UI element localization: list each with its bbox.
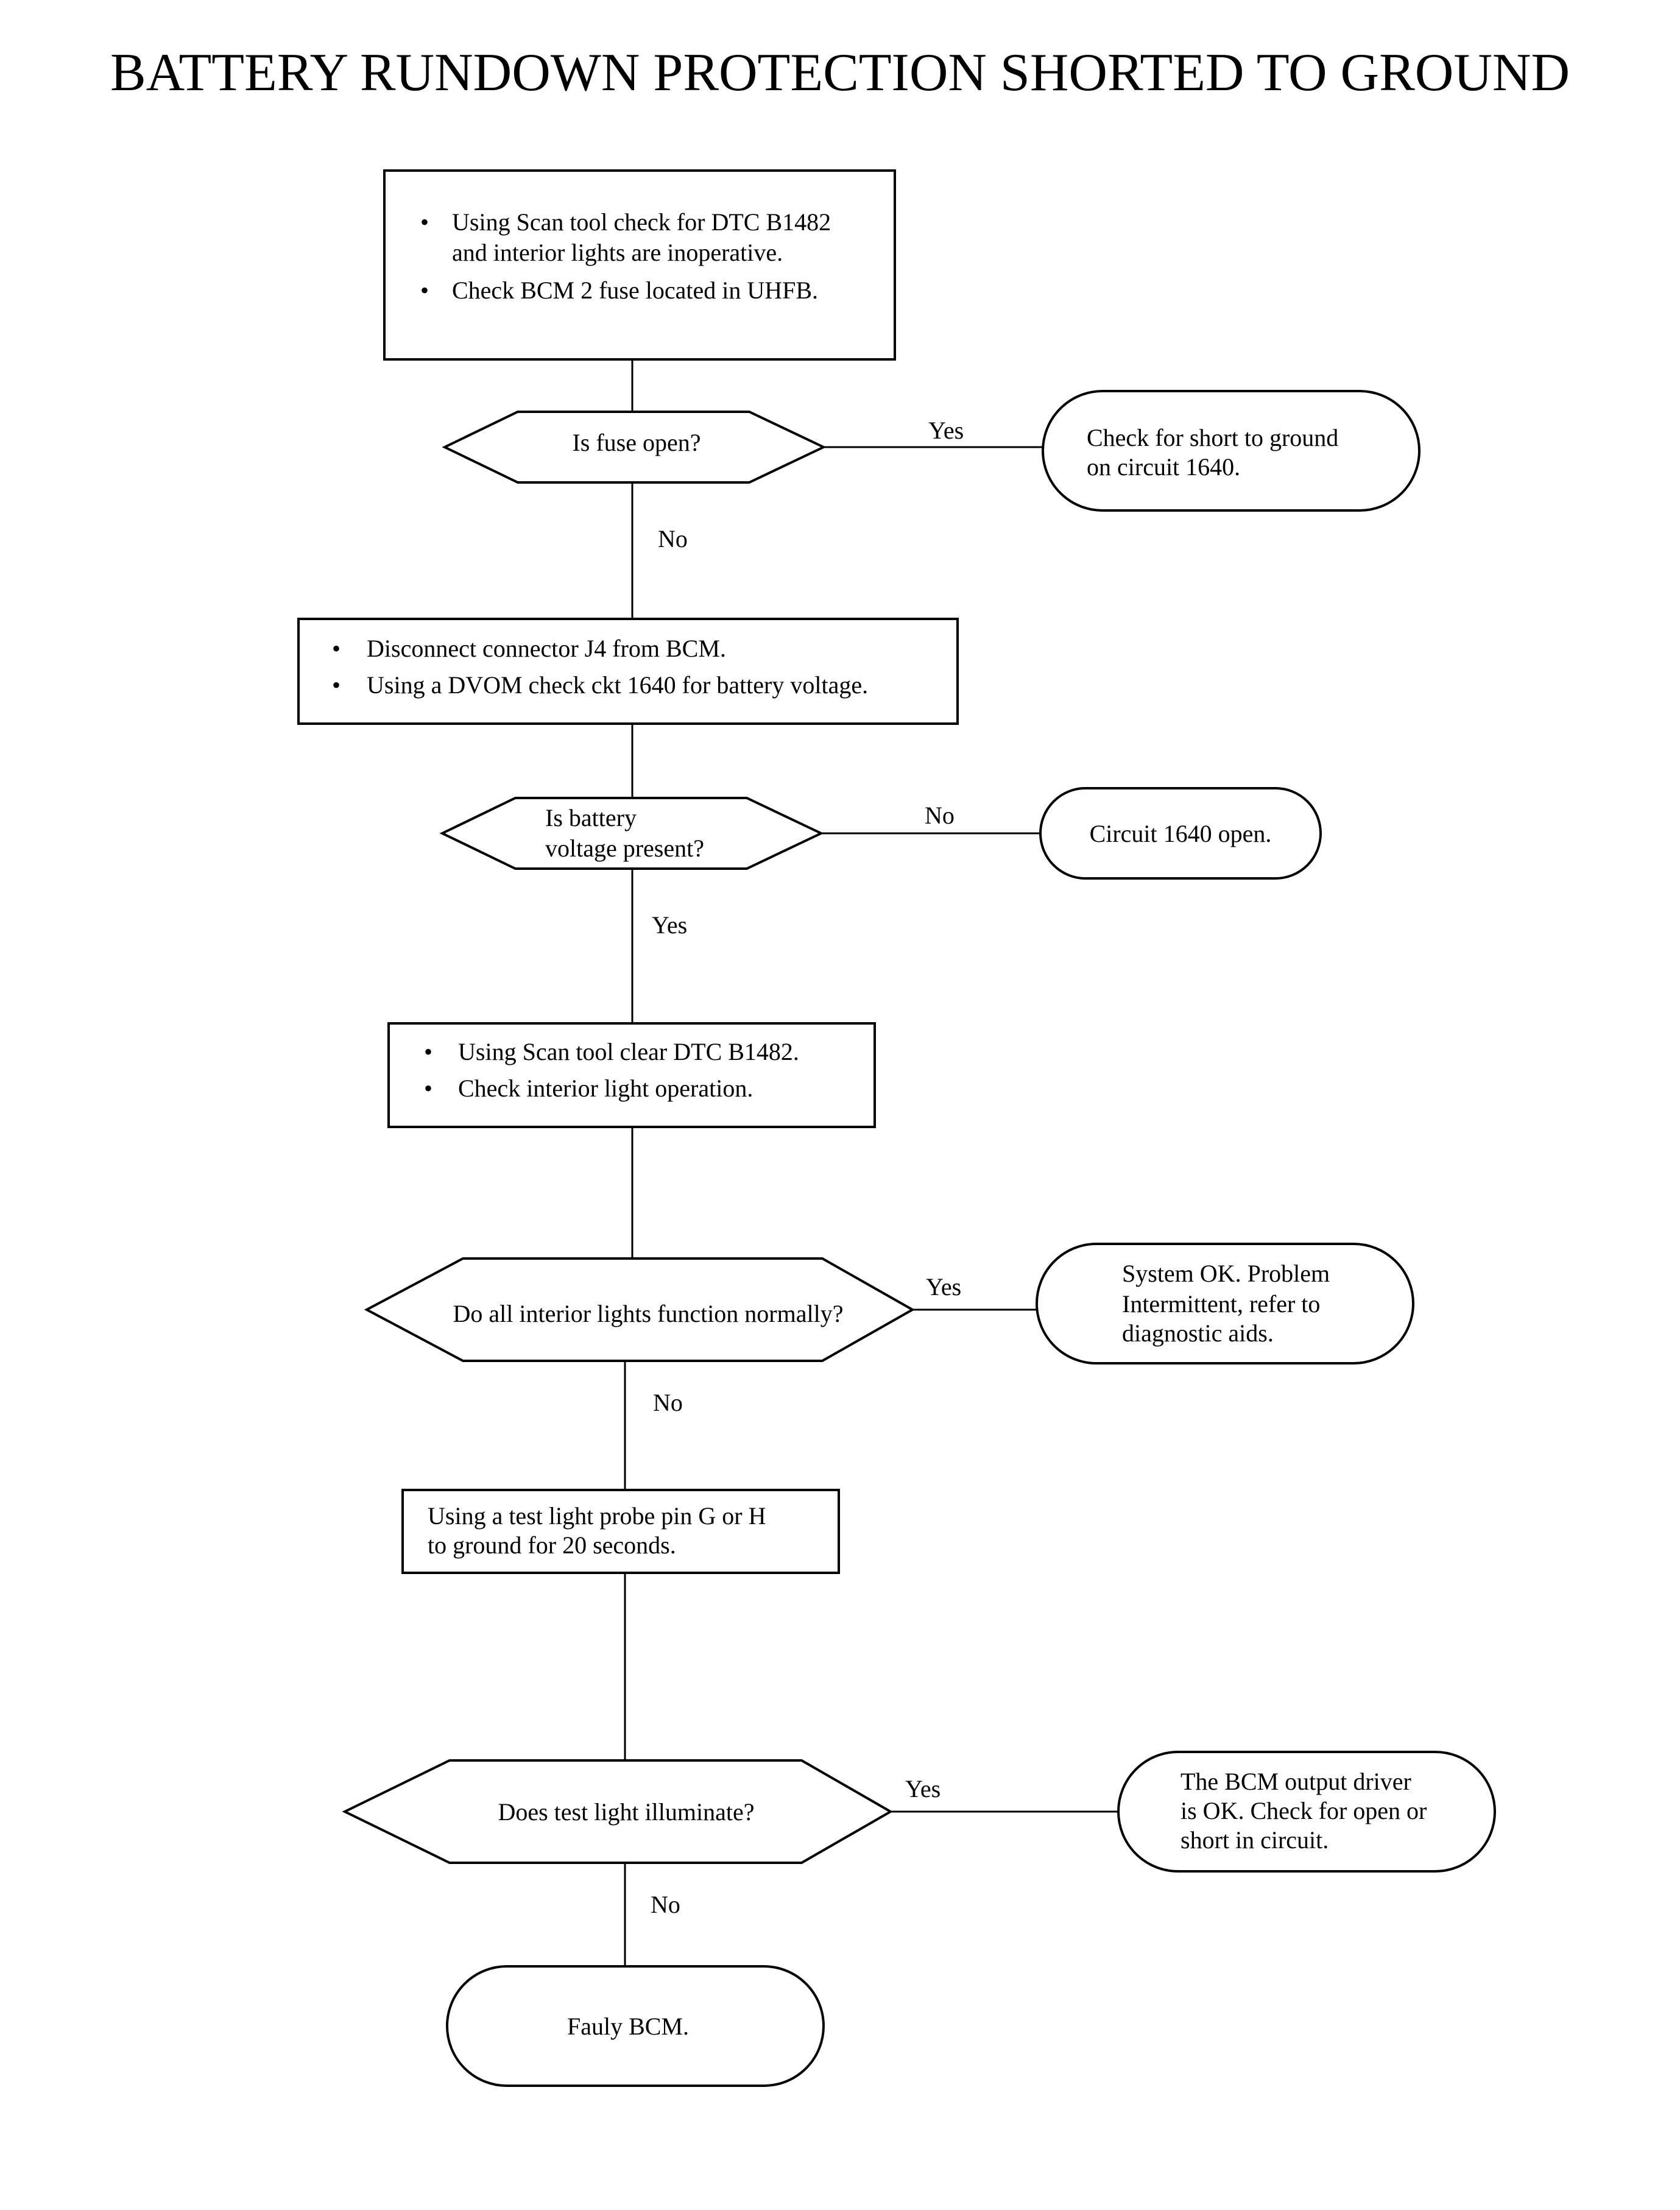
bullet-mark: • bbox=[420, 277, 429, 304]
step-line: Using a test light probe pin G or H bbox=[428, 1502, 766, 1530]
bullet-mark: • bbox=[424, 1075, 432, 1102]
terminal-faulty-bcm: Fauly BCM. bbox=[446, 1965, 825, 2087]
terminal-text: short in circuit. bbox=[1181, 1826, 1329, 1854]
connectors bbox=[624, 359, 1118, 1966]
step-line: and interior lights are inoperative. bbox=[452, 239, 783, 266]
decision-text: Is fuse open? bbox=[572, 429, 701, 456]
decision-fuse-open: Is fuse open? bbox=[442, 411, 827, 484]
step-line: Disconnect connector J4 from BCM. bbox=[367, 635, 726, 662]
branch-label-no: No bbox=[925, 802, 955, 829]
step-line: Using Scan tool check for DTC B1482 bbox=[452, 208, 831, 236]
bullet-mark: • bbox=[424, 1038, 432, 1065]
process-step-2: • Disconnect connector J4 from BCM. • Us… bbox=[297, 618, 959, 725]
terminal-circuit-open: Circuit 1640 open. bbox=[1039, 787, 1322, 880]
decision-text: Does test light illuminate? bbox=[498, 1798, 754, 1826]
decision-text: Is battery bbox=[545, 804, 637, 831]
terminal-text: on circuit 1640. bbox=[1087, 453, 1240, 481]
terminal-text: is OK. Check for open or bbox=[1181, 1797, 1427, 1824]
step-line: Check BCM 2 fuse located in UHFB. bbox=[452, 277, 818, 304]
step-line: Check interior light operation. bbox=[458, 1075, 753, 1102]
process-step-4: Using a test light probe pin G or H to g… bbox=[401, 1489, 840, 1574]
decision-text: voltage present? bbox=[545, 835, 704, 862]
terminal-text: Check for short to ground bbox=[1087, 424, 1338, 451]
branch-labels: Yes No No Yes Yes No Yes No bbox=[651, 417, 964, 1918]
decision-text: Do all interior lights function normally… bbox=[453, 1300, 844, 1327]
step-line: Using a DVOM check ckt 1640 for battery … bbox=[367, 671, 868, 699]
terminal-output-driver-ok: The BCM output driver is OK. Check for o… bbox=[1117, 1751, 1496, 1873]
bullet-mark: • bbox=[332, 671, 341, 699]
terminal-text: Fauly BCM. bbox=[567, 2013, 689, 2040]
decision-battery-voltage: Is battery voltage present? bbox=[439, 797, 824, 870]
bullet-mark: • bbox=[332, 635, 341, 662]
bullet-mark: • bbox=[420, 208, 429, 236]
terminal-text: The BCM output driver bbox=[1181, 1768, 1411, 1795]
step-line: Using Scan tool clear DTC B1482. bbox=[458, 1038, 799, 1065]
terminal-text: System OK. Problem bbox=[1122, 1260, 1330, 1287]
page-title: BATTERY RUNDOWN PROTECTION SHORTED TO GR… bbox=[110, 43, 1570, 102]
terminal-text: Circuit 1640 open. bbox=[1090, 820, 1272, 847]
process-step-3: • Using Scan tool clear DTC B1482. • Che… bbox=[387, 1022, 876, 1128]
terminal-text: Intermittent, refer to bbox=[1122, 1290, 1320, 1318]
branch-label-no: No bbox=[653, 1389, 683, 1416]
branch-label-no: No bbox=[651, 1891, 680, 1918]
branch-label-yes: Yes bbox=[905, 1775, 941, 1802]
terminal-text: diagnostic aids. bbox=[1122, 1319, 1274, 1347]
step-line: to ground for 20 seconds. bbox=[428, 1531, 676, 1559]
terminal-system-ok: System OK. Problem Intermittent, refer t… bbox=[1036, 1243, 1414, 1364]
branch-label-yes: Yes bbox=[928, 417, 964, 444]
branch-label-no: No bbox=[658, 525, 688, 552]
decision-test-light: Does test light illuminate? bbox=[342, 1759, 894, 1864]
decision-interior-lights: Do all interior lights function normally… bbox=[364, 1257, 916, 1362]
process-step-1: • Using Scan tool check for DTC B1482 an… bbox=[383, 169, 896, 361]
branch-label-yes: Yes bbox=[926, 1273, 961, 1301]
branch-label-yes: Yes bbox=[652, 911, 687, 939]
terminal-short-to-ground: Check for short to ground on circuit 164… bbox=[1042, 390, 1421, 512]
